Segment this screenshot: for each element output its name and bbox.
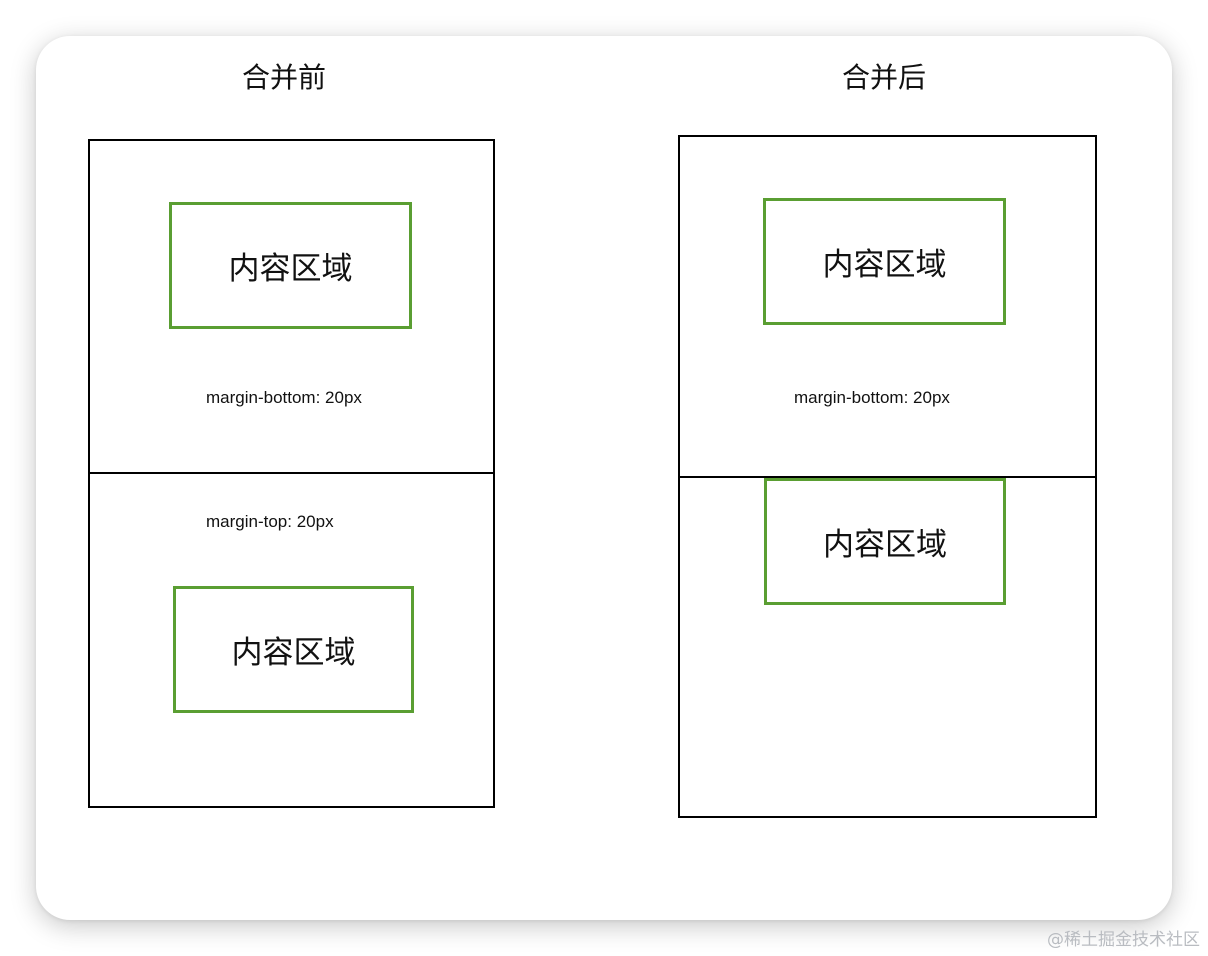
before-bottom-content-label: 内容区域 [231,635,356,671]
after-bottom-content-box: 内容区域 [764,478,1006,605]
watermark: @稀土掘金技术社区 [1047,930,1200,950]
before-margin-bottom-label: margin-bottom: 20px [206,388,362,407]
before-divider [89,472,494,474]
after-bottom-content-label: 内容区域 [823,527,947,563]
before-top-content-box: 内容区域 [169,202,412,329]
after-title: 合并后 [842,61,927,94]
before-margin-top-label: margin-top: 20px [206,512,334,531]
after-margin-bottom-label: margin-bottom: 20px [794,388,950,407]
after-top-content-label: 内容区域 [822,247,947,283]
before-top-content-label: 内容区域 [228,251,353,287]
before-title: 合并前 [242,61,327,94]
after-top-content-box: 内容区域 [763,198,1006,325]
after-divider [679,476,1096,478]
before-bottom-content-box: 内容区域 [173,586,414,713]
